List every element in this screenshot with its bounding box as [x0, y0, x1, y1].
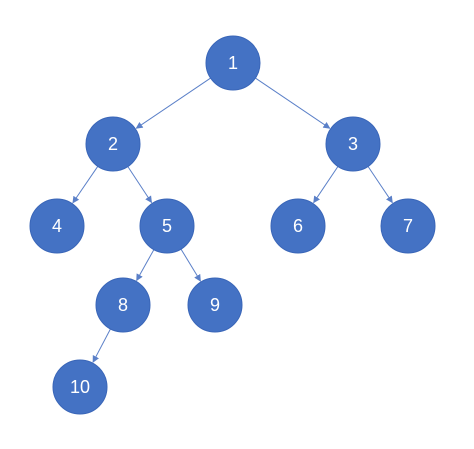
- edge-3-to-6: [313, 166, 339, 204]
- node-label: 2: [108, 134, 118, 154]
- edges-layer: [72, 77, 393, 363]
- edge-line: [255, 77, 331, 129]
- node-label: 8: [118, 295, 128, 315]
- node-circle: [270, 198, 326, 254]
- node-label: 9: [210, 295, 220, 315]
- edge-line: [72, 166, 99, 204]
- node-circle: [95, 277, 151, 333]
- edge-line: [313, 166, 339, 204]
- tree-node-9: 9: [187, 277, 243, 333]
- edge-line: [127, 166, 153, 204]
- edge-8-to-10: [92, 328, 111, 363]
- nodes-layer: 1 2 3 4 5 6 7 8 9 10: [29, 35, 436, 415]
- tree-node-10: 10: [52, 359, 108, 415]
- edge-2-to-5: [127, 166, 153, 204]
- node-label: 10: [70, 377, 90, 397]
- tree-node-7: 7: [380, 198, 436, 254]
- node-label: 5: [162, 216, 172, 236]
- tree-node-4: 4: [29, 198, 85, 254]
- node-label: 3: [348, 134, 358, 154]
- tree-node-2: 2: [85, 116, 141, 172]
- edge-1-to-3: [255, 77, 331, 129]
- node-circle: [85, 116, 141, 172]
- edge-5-to-9: [180, 248, 201, 282]
- node-circle: [52, 359, 108, 415]
- node-label: 7: [403, 216, 413, 236]
- tree-node-1: 1: [205, 35, 261, 91]
- edge-3-to-7: [367, 166, 393, 204]
- edge-5-to-8: [136, 249, 155, 282]
- node-label: 6: [293, 216, 303, 236]
- node-circle: [29, 198, 85, 254]
- node-circle: [187, 277, 243, 333]
- node-circle: [139, 198, 195, 254]
- tree-node-6: 6: [270, 198, 326, 254]
- node-circle: [205, 35, 261, 91]
- node-label: 4: [52, 216, 62, 236]
- edge-line: [92, 328, 111, 363]
- tree-node-5: 5: [139, 198, 195, 254]
- tree-node-8: 8: [95, 277, 151, 333]
- edge-line: [367, 166, 393, 204]
- edge-line: [180, 248, 201, 282]
- edge-line: [136, 249, 155, 282]
- edge-1-to-2: [135, 77, 211, 129]
- node-circle: [325, 116, 381, 172]
- node-circle: [380, 198, 436, 254]
- tree-node-3: 3: [325, 116, 381, 172]
- edge-2-to-4: [72, 166, 99, 204]
- node-label: 1: [228, 53, 238, 73]
- edge-line: [135, 77, 211, 129]
